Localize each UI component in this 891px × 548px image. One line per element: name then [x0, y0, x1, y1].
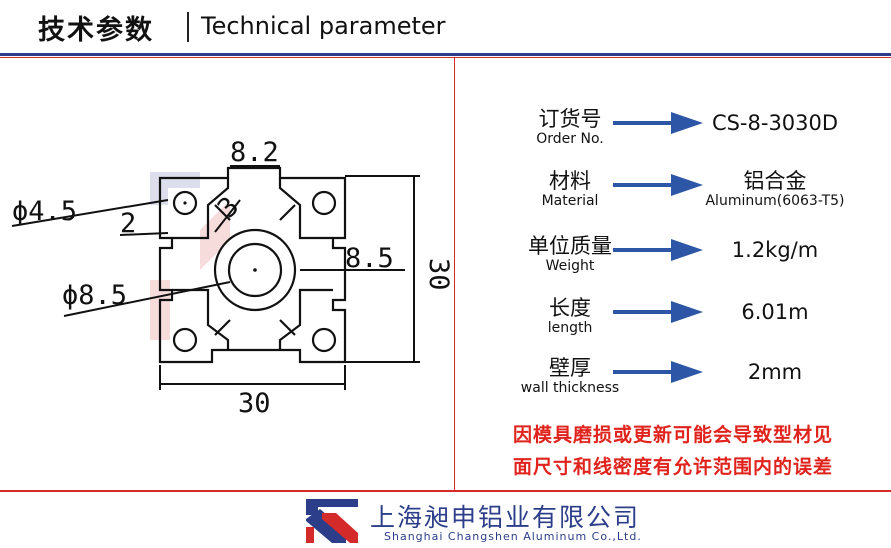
header-title-cn: 技术参数	[38, 15, 154, 46]
spec-row-weight: 单位质量 Weight 1.2kg/m	[455, 230, 891, 290]
dim-center-hole-label: ϕ8.5	[62, 280, 127, 311]
arrow-right-icon	[613, 301, 703, 323]
spec-label-en: wall thickness	[520, 380, 620, 396]
spec-label-en: Material	[541, 193, 599, 209]
dim-height-label: 30	[423, 258, 454, 291]
spec-value-sub: Aluminum(6063-T5)	[705, 193, 845, 209]
company-logo-icon	[306, 499, 358, 543]
arrow-right-icon	[613, 239, 703, 261]
center-hole-outer	[213, 228, 297, 312]
page-header: 技术参数 Technical parameter	[0, 0, 891, 52]
spec-label-en: Order No.	[536, 131, 604, 147]
spec-label-en: length	[547, 320, 593, 336]
profile-outline	[158, 166, 347, 364]
spec-value: 2mm	[747, 360, 803, 384]
spec-label-cn: 单位质量	[528, 234, 612, 258]
arrow-right-icon	[613, 361, 703, 383]
spec-label-en: Weight	[545, 258, 595, 274]
spec-label-cn: 订货号	[538, 107, 602, 131]
spec-row-length: 长度 length 6.01m	[455, 292, 891, 352]
spec-value: 6.01m	[741, 300, 809, 324]
center-hole	[227, 242, 283, 298]
company-name-cn: 上海昶申铝业有限公司	[370, 503, 641, 532]
spec-row-material: 材料 Material 铝合金 Aluminum(6063-T5)	[455, 165, 891, 225]
dim-hole-small-label: ϕ4.5	[12, 196, 77, 227]
footer-rule	[0, 490, 891, 492]
dim-inner-label: 8.5	[345, 243, 394, 274]
header-title-en: Technical parameter	[201, 12, 446, 40]
notice-line-1: 因模具磨损或更新可能会导致型材见	[512, 424, 833, 446]
dim-width-label: 30	[238, 388, 271, 419]
header-rule-red	[0, 57, 891, 58]
company-name-en: Shanghai Changshen Aluminum Co.,Ltd.	[384, 530, 642, 543]
header-rule	[0, 53, 891, 56]
arrow-right-icon	[613, 174, 703, 196]
spec-label-cn: 壁厚	[549, 356, 591, 380]
dim-top-label: 8.2	[230, 137, 279, 168]
arrow-right-icon	[613, 112, 703, 134]
notice-line-2: 面尺寸和线密度有允许范围内的误差	[512, 456, 833, 478]
column-divider	[454, 57, 455, 490]
spec-value: 铝合金	[743, 169, 807, 193]
header-separator	[187, 12, 189, 42]
dim-wall-label: 2	[120, 208, 136, 239]
spec-label-cn: 材料	[549, 169, 591, 193]
profile-drawing: 8.2 ϕ4.5 2 3 ϕ8.5 8.5 30 30	[11, 137, 454, 419]
spec-row-order: 订货号 Order No. CS-8-3030D	[455, 103, 891, 163]
spec-value: 1.2kg/m	[731, 238, 819, 262]
spec-label-cn: 长度	[549, 296, 591, 320]
corner-hole	[172, 190, 198, 216]
spec-row-wall: 壁厚 wall thickness 2mm	[455, 352, 891, 412]
spec-value: CS-8-3030D	[711, 111, 839, 135]
